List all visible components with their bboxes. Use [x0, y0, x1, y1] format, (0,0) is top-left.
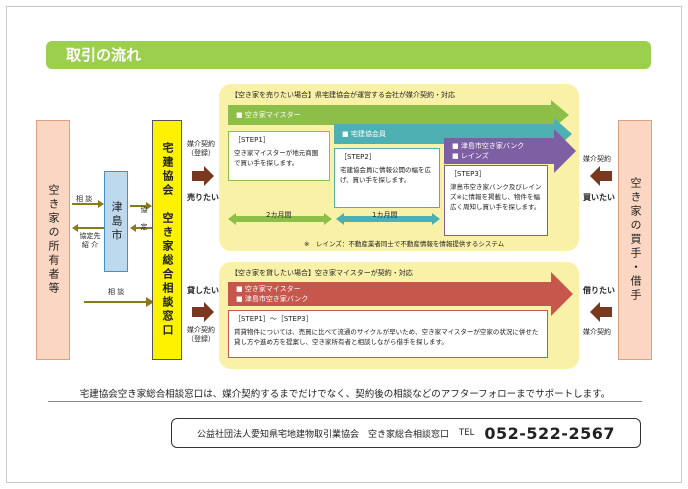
period-1: 2カ月間	[266, 211, 292, 219]
owner-to-city-label: 相 談	[76, 195, 93, 203]
lend-want-label: 貸したい	[187, 286, 219, 295]
contact-box: 公益社団法人愛知県宅地建物取引業協会 空き家総合相談窓口 TEL 052-522…	[171, 418, 641, 448]
lend-right-arrow-left	[192, 302, 214, 322]
buy-want-label: 買いたい	[583, 193, 615, 202]
buy-contract-label: 媒介契約	[583, 155, 611, 163]
bar-lend-tip	[551, 272, 573, 316]
contact-tel-label: TEL	[459, 428, 475, 438]
rent-want-label: 借りたい	[583, 286, 615, 295]
city-to-owner-label: 協定先紹 介	[79, 232, 101, 249]
contact-tel[interactable]: 052-522-2567	[484, 423, 615, 443]
owner-box: 空き家の所有者等	[36, 120, 70, 360]
period-2: 1カ月間	[372, 211, 398, 219]
sell-panel-title: 【空き家を売りたい場合】県宅建協会が運営する会社が媒介契約・対応	[231, 91, 455, 99]
rent-contract-label: 媒介契約	[583, 328, 611, 336]
step3-box: ［STEP3］ 津島市空き家バンク及びレインズ※に情報を掲載し、物件を幅広く周知…	[444, 165, 548, 236]
contact-org: 公益社団法人愛知県宅地建物取引業協会 空き家総合相談窓口	[197, 429, 450, 440]
owner-city-arrows	[72, 200, 104, 232]
owner-center-arrow	[84, 297, 154, 307]
lend-contract-label: 媒介契約（登録）	[187, 326, 215, 343]
rent-left-arrow	[590, 302, 612, 322]
page-frame	[6, 6, 682, 483]
sell-right-arrow-left	[192, 166, 214, 186]
bar-bank-tip	[554, 129, 576, 173]
city-label: 津島市	[110, 200, 123, 243]
footer-rule	[48, 401, 642, 402]
center-label: 宅建協会 空き家総合相談窓口	[161, 142, 174, 338]
step2-box: ［STEP2］ 宅建協会員に情報公開の幅を広げ、買い手を探します。	[334, 148, 440, 208]
reins-note: ※ レインズ：不動産業者同士で不動産情報を情報提供するシステム	[304, 240, 505, 248]
buyer-label: 空き家の買手・借手	[629, 177, 642, 303]
buy-left-arrow	[590, 166, 612, 186]
lend-panel-title: 【空き家を貸したい場合】空き家マイスターが契約・対応	[231, 269, 413, 277]
center-box: 宅建協会 空き家総合相談窓口	[152, 120, 182, 360]
owner-label: 空き家の所有者等	[47, 184, 60, 296]
footer-text: 宅建協会空き家総合相談窓口は、媒介契約するまでだけでなく、契約後の相談などのアフ…	[79, 389, 611, 400]
period-arrows	[228, 213, 440, 225]
city-center-label: 協 定	[140, 206, 148, 231]
city-center-arrows	[130, 202, 152, 232]
city-box: 津島市	[104, 171, 128, 272]
bar-bank: ■ 津島市空き家バンク ■ レインズ	[444, 138, 554, 164]
step1-box: ［STEP1］ 空き家マイスターが地元商圏で買い手を探します。	[228, 131, 330, 181]
sell-want-label: 売りたい	[187, 193, 219, 202]
page-title: 取引の流れ	[46, 41, 651, 69]
owner-to-center-label: 相 談	[108, 288, 125, 296]
sell-contract-label: 媒介契約（登録）	[187, 140, 215, 157]
lend-step-box: ［STEP1］～［STEP3］ 賃貸物件については、売買に比べて流通のサイクルが…	[228, 310, 548, 358]
bar-lend: ■ 空き家マイスター ■ 津島市空き家バンク	[228, 282, 551, 306]
buyer-box: 空き家の買手・借手	[618, 120, 652, 360]
bar-master: ■ 空き家マイスター	[228, 105, 551, 125]
